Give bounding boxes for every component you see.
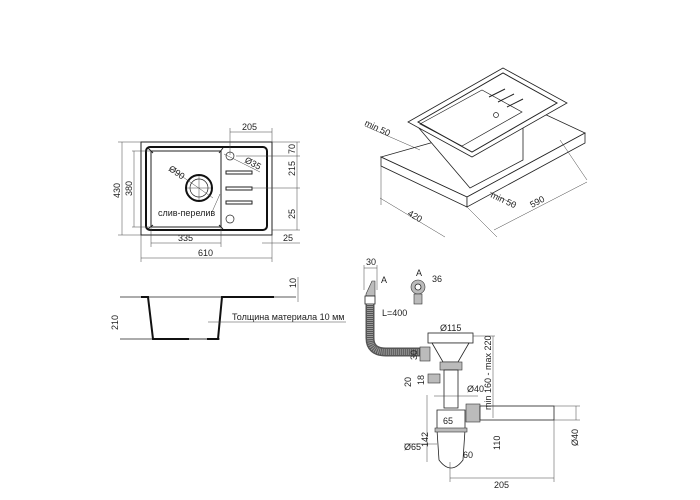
trap-diameter: Ø65: [404, 442, 421, 452]
dim-bowl-width: 335: [178, 233, 193, 243]
dim-drainer-width: 205: [242, 122, 257, 132]
drainer-rib: [225, 170, 253, 175]
cutout-width: 590: [528, 194, 546, 210]
margin-left: min 50: [363, 118, 392, 138]
overflow-diameter: Ø35: [243, 155, 263, 172]
sink-profile: [141, 296, 274, 340]
detail-marker: A: [416, 268, 422, 278]
siphon-view: 30 A L=400 A 36 Ø115 30 min 160 - max 22…: [363, 257, 580, 490]
dim-total-width: 610: [198, 248, 213, 258]
drain-pipe: [443, 369, 459, 409]
trap-width: 65: [443, 416, 453, 426]
iso-view: min 50 min 50 420 590: [363, 67, 588, 238]
dim-25-right: 25: [287, 209, 297, 219]
sink-rim: [145, 146, 268, 231]
top-view: 205 610 335 25 430 380 70 215 25 Ø90 Ø35…: [112, 122, 300, 262]
sink-flange: [407, 67, 568, 158]
strainer: [427, 332, 474, 344]
overflow-connector: [419, 346, 431, 362]
dim-bottom-margin: 25: [283, 233, 293, 243]
overflow-label: слив-перелив: [158, 208, 215, 218]
sink-outline: [140, 141, 273, 236]
dim-70: 70: [287, 144, 297, 154]
overflow-hole: [225, 214, 235, 224]
drainer-rib: [225, 186, 253, 191]
side-outlet-height: 20: [403, 377, 413, 387]
dim-215: 215: [287, 161, 297, 176]
outlet-height: 110: [492, 436, 502, 450]
bottom-dim: 60: [463, 450, 473, 460]
overflow-head: [365, 280, 376, 297]
hose-length: L=400: [382, 308, 407, 318]
dim-total-height: 430: [112, 183, 122, 198]
bottle-trap: [436, 409, 466, 469]
thickness-note: Толщина материала 10 мм: [232, 312, 344, 322]
strainer-diameter: Ø115: [440, 323, 461, 333]
cutout-depth: 420: [406, 208, 424, 224]
side-outlet-diameter: 18: [416, 375, 426, 385]
outlet-diameter: Ø40: [570, 429, 580, 446]
outlet-length: 205: [494, 480, 509, 490]
margin-front: min 50: [489, 190, 518, 210]
detail-diameter: 36: [432, 274, 442, 284]
section-view: 210 10 Толщина материала 10 мм: [110, 277, 346, 340]
bowl-outline: [150, 150, 222, 228]
dim-bowl-height: 380: [124, 181, 134, 196]
drainer-rib: [225, 200, 253, 205]
side-outlet: [427, 373, 441, 384]
view-marker: A: [381, 275, 387, 285]
pipe-diameter: Ø40: [467, 384, 484, 394]
overflow-width: 30: [366, 257, 376, 267]
drain-diameter: Ø90: [167, 163, 187, 181]
height-range: min 160 - max 220: [483, 335, 493, 410]
trap-height: 142: [420, 432, 430, 447]
dim-depth: 210: [110, 315, 120, 330]
dim-rim: 10: [288, 278, 298, 288]
drain-hole: [185, 174, 213, 202]
inlet-height: 30: [409, 350, 419, 360]
